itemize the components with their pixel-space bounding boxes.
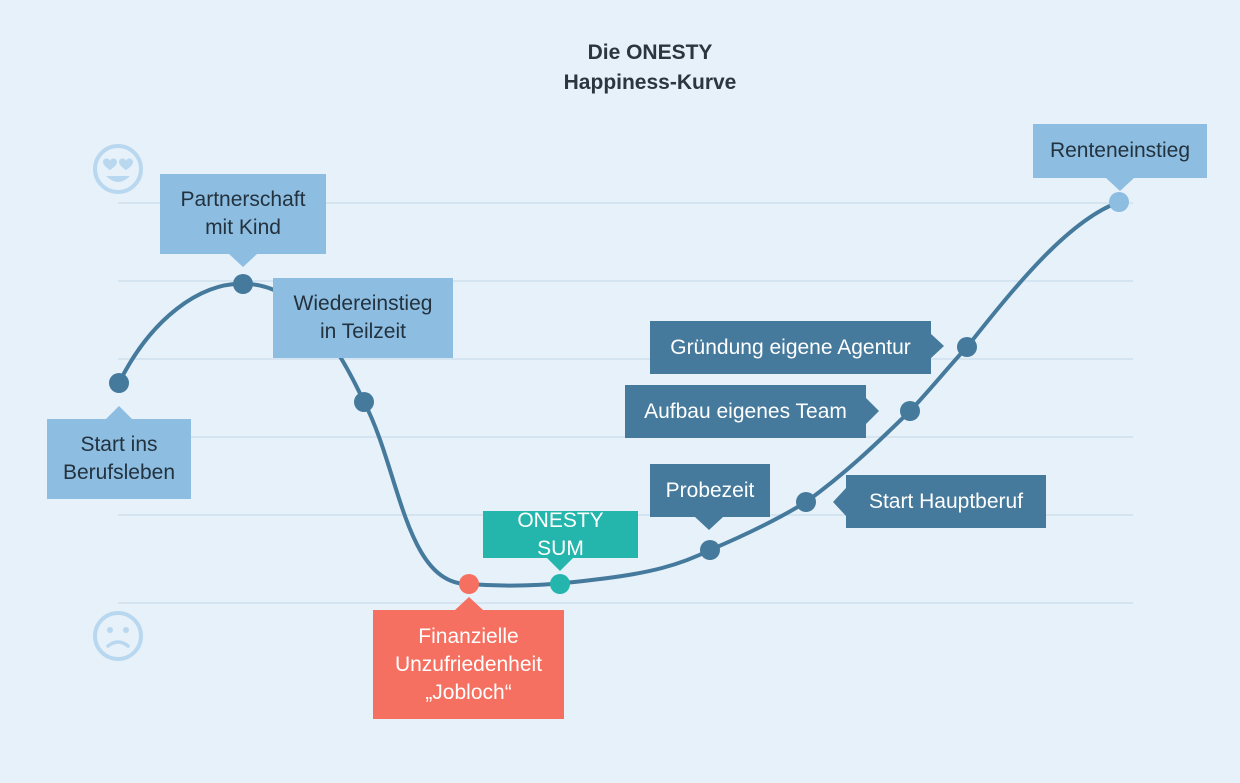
pointer-probezeit xyxy=(695,517,723,530)
pointer-renteneinstieg xyxy=(1106,178,1134,191)
label-jobloch: Finanzielle Unzufriedenheit „Jobloch“ xyxy=(373,610,564,719)
dot-start-berufsleben xyxy=(109,373,129,393)
dot-jobloch xyxy=(459,574,479,594)
dot-partnerschaft xyxy=(233,274,253,294)
sad-face-icon xyxy=(93,611,143,661)
dot-renteneinstieg xyxy=(1109,192,1129,212)
label-probezeit: Probezeit xyxy=(650,464,770,517)
dot-probezeit xyxy=(700,540,720,560)
dot-wiedereinstieg xyxy=(354,392,374,412)
label-text: Aufbau eigenes Team xyxy=(644,399,847,423)
milestone-dots xyxy=(109,192,1129,594)
callout-pointers xyxy=(106,178,1134,610)
pointer-onesty-sum xyxy=(547,558,573,571)
heart-eyes-face-icon xyxy=(93,144,143,194)
pointer-jobloch xyxy=(455,597,483,610)
label-partnerschaft: Partnerschaft mit Kind xyxy=(160,174,326,254)
label-text: Start ins Berufsleben xyxy=(62,433,176,484)
label-text: ONESTY SUM xyxy=(517,508,604,560)
title-line-1: Die ONESTY xyxy=(587,41,713,64)
dot-start-hauptberuf xyxy=(796,492,816,512)
label-text: Wiedereinstieg in Teilzeit xyxy=(293,292,433,343)
dot-gruendung-agentur xyxy=(957,337,977,357)
label-text: Start Hauptberuf xyxy=(868,489,1024,513)
pointer-gruendung-agentur xyxy=(930,333,944,359)
pointer-start-hauptberuf xyxy=(833,488,846,516)
label-wiedereinstieg: Wiedereinstieg in Teilzeit xyxy=(273,278,453,358)
label-text: Gründung eigene Agentur xyxy=(670,335,911,359)
label-aufbau-team: Aufbau eigenes Team xyxy=(625,385,866,438)
pointer-aufbau-team xyxy=(866,398,879,424)
label-text: Probezeit xyxy=(665,478,755,502)
label-gruendung-agentur: Gründung eigene Agentur xyxy=(650,321,931,374)
dot-onesty-sum xyxy=(550,574,570,594)
label-onesty-sum: ONESTY SUM xyxy=(483,509,638,560)
label-text: Renteneinstieg xyxy=(1049,139,1191,162)
dot-aufbau-team xyxy=(900,401,920,421)
title-line-2: Happiness-Kurve xyxy=(563,71,737,94)
pointer-partnerschaft xyxy=(229,254,257,267)
diagram-title: Die ONESTY Happiness-Kurve xyxy=(0,38,1240,98)
label-start-berufsleben: Start ins Berufsleben xyxy=(47,419,191,499)
label-renteneinstieg: Renteneinstieg xyxy=(1033,124,1207,178)
label-text: Partnerschaft mit Kind xyxy=(180,188,306,239)
label-start-hauptberuf: Start Hauptberuf xyxy=(846,475,1046,528)
label-text: Finanzielle Unzufriedenheit „Jobloch“ xyxy=(394,624,543,704)
pointer-start-berufsleben xyxy=(106,406,132,419)
